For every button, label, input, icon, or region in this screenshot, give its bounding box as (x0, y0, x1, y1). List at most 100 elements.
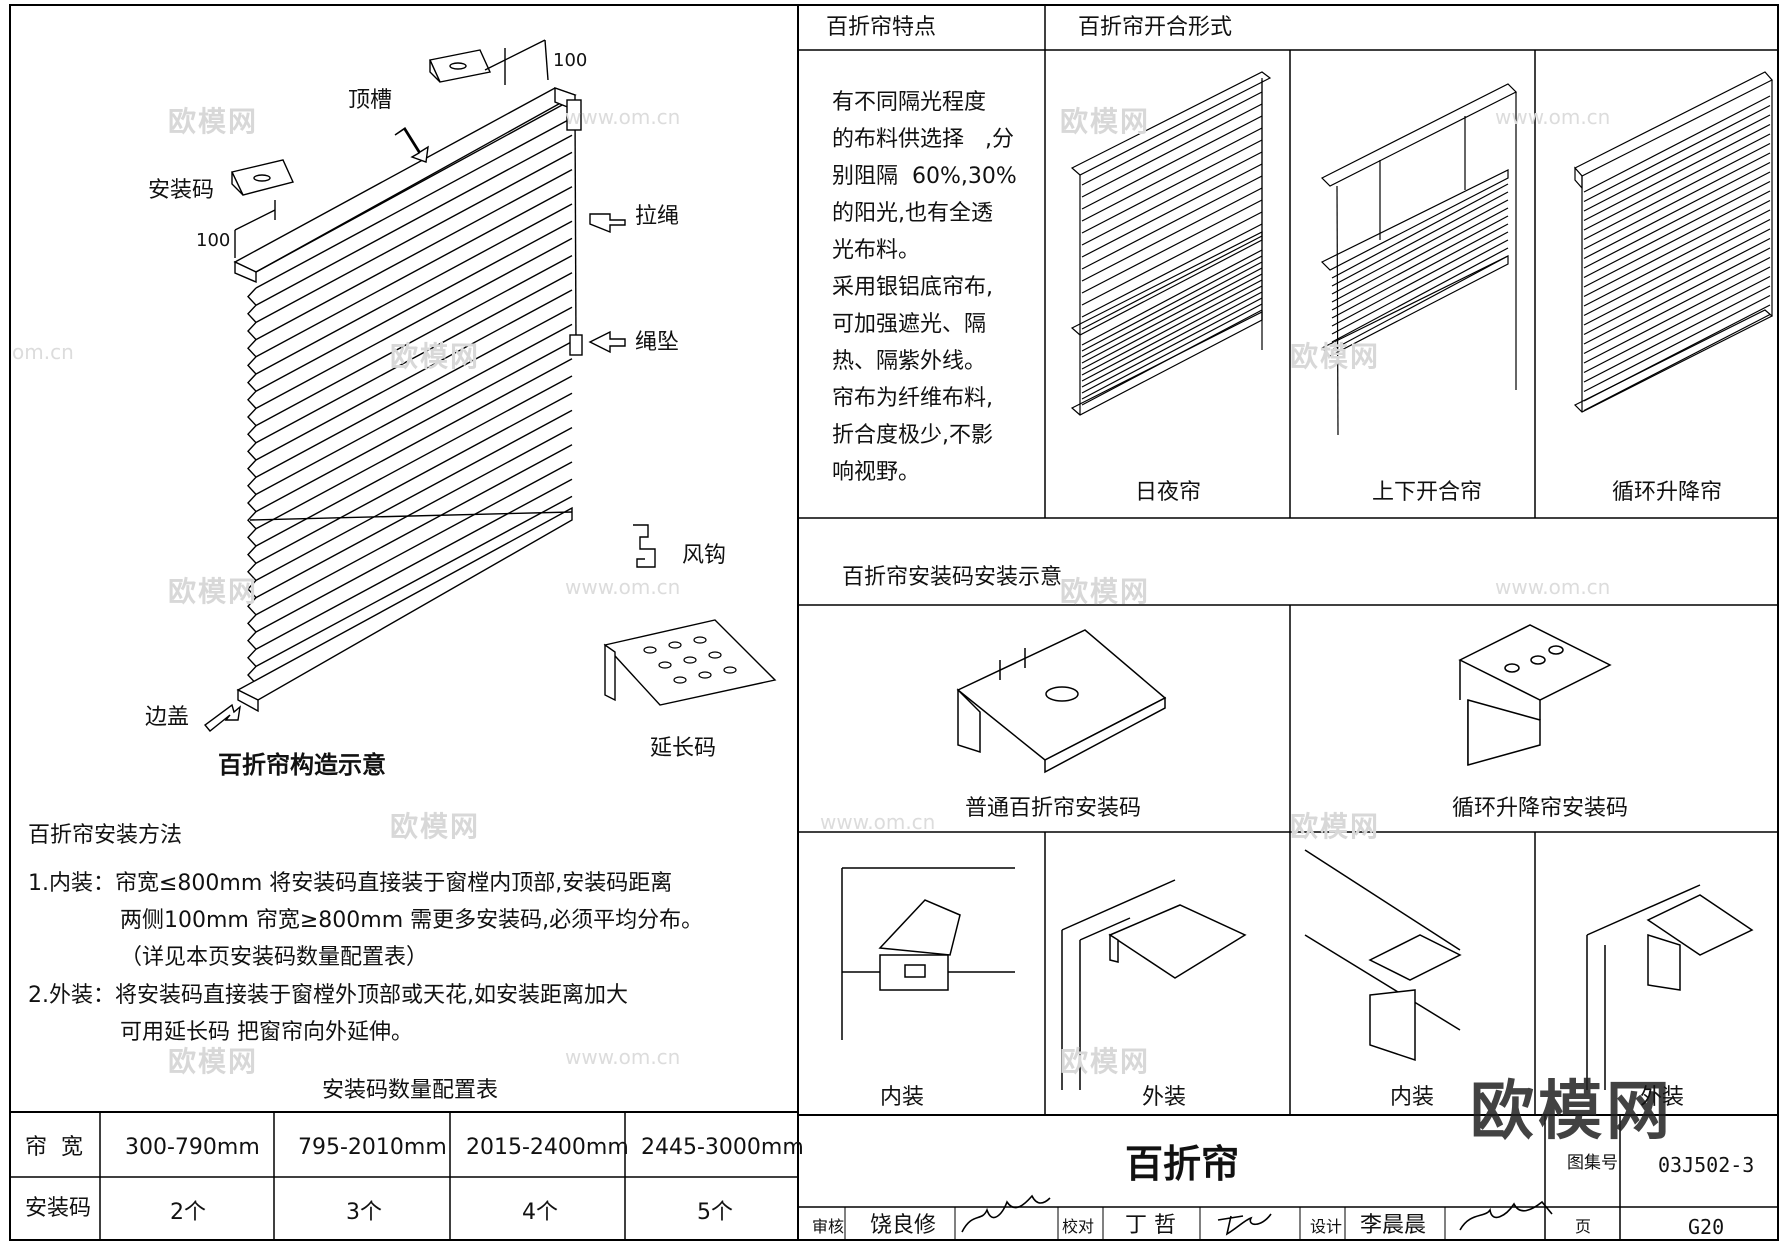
pleat-line (1331, 231, 1509, 327)
pleat-edge (247, 511, 257, 530)
pleat-line (1583, 209, 1771, 307)
pleat-line (1081, 297, 1263, 394)
clip-label-cycle: 循环升降帘安装码 (1452, 796, 1629, 821)
pleat-line (255, 220, 573, 392)
pleat-line (1331, 183, 1509, 279)
pleat-line (1583, 313, 1771, 412)
table-cell-count: 3个 (346, 1200, 382, 1225)
pleat-edge (247, 562, 257, 581)
pleat-line (1081, 103, 1263, 198)
pleat-line (1081, 267, 1263, 364)
pleat-line (1583, 190, 1771, 288)
pleat-line (255, 272, 573, 444)
watermark-url: www.om.cn (820, 810, 936, 834)
pleat-line (1583, 237, 1771, 336)
pleat-line (1081, 163, 1263, 258)
pleat-line (255, 495, 573, 668)
pleat-line (1081, 261, 1263, 358)
pleat-line (255, 203, 573, 375)
pleat-edge (247, 407, 257, 427)
pleat-line (255, 340, 573, 513)
table-cell-count: 5个 (697, 1200, 733, 1225)
pleat-line (1331, 239, 1509, 335)
watermark-brand: 欧模网 (390, 810, 481, 843)
watermark-url: om.cn (12, 340, 74, 364)
pleat-line (1331, 191, 1509, 287)
pleat-line (1331, 247, 1509, 343)
table-title: 安装码数量配置表 (322, 1078, 499, 1103)
watermark-logo-large: 欧模网 (1470, 1075, 1674, 1149)
pleat-line (1081, 91, 1263, 186)
pleat-line (1583, 152, 1771, 250)
page-number: G20 (1688, 1215, 1725, 1239)
pleat-line (1331, 207, 1509, 303)
features-line: 有不同隔光程度 (832, 90, 987, 115)
table-cell-width: 2015-2400mm (466, 1135, 629, 1160)
pleat-line (1583, 228, 1771, 326)
watermark-brand: 欧模网 (1060, 575, 1151, 608)
watermark-url: www.om.cn (565, 1045, 681, 1069)
table-cell-count: 2个 (170, 1200, 206, 1225)
features-line: 别阻隔 60%,30% (832, 164, 1017, 189)
atlas-number: 03J502-3 (1658, 1153, 1755, 1177)
pleat-edge (247, 631, 257, 650)
pleat-line (1081, 187, 1263, 282)
pleat-line (1583, 180, 1771, 279)
pleat-line (1081, 199, 1263, 294)
pleat-line (255, 254, 573, 427)
mount-label-inside: 内装 (1390, 1085, 1435, 1110)
watermark-brand: 欧模网 (390, 340, 481, 373)
features-line: 折合度极少,不影 (832, 423, 993, 448)
dimension-left: 100 (196, 230, 231, 251)
table-cell-width: 300-790mm (125, 1135, 260, 1160)
pleat-edge (247, 597, 257, 616)
pleat-line (1081, 127, 1263, 222)
pleat-edge (247, 614, 257, 633)
pleat-line (255, 375, 573, 547)
pleat-line (1583, 142, 1771, 241)
designer-name: 李晨晨 (1360, 1213, 1427, 1238)
label-wind-hook: 风钩 (682, 543, 727, 568)
pleat-line (1331, 199, 1509, 295)
pleat-line (255, 444, 573, 616)
label-top-rail: 顶槽 (348, 88, 393, 113)
mounting-illustrations (841, 849, 1754, 1090)
pleat-line (1583, 256, 1771, 355)
pleat-line (1081, 151, 1263, 246)
pleat-line (1081, 235, 1263, 330)
sheet-title: 百折帘 (1125, 1142, 1240, 1186)
pleat-edge (247, 304, 257, 323)
pleat-line (1583, 161, 1771, 260)
label-cord-weight: 绳坠 (635, 330, 680, 355)
pleat-edge (247, 493, 257, 513)
page-label: 页 (1575, 1217, 1592, 1236)
pleat-edge (247, 373, 257, 392)
pleat-line (255, 358, 573, 530)
pleat-line (255, 461, 573, 633)
form-label-top-down: 上下开合帘 (1372, 480, 1483, 505)
pleat-line (1583, 95, 1771, 193)
pleat-line (1583, 294, 1771, 393)
pleat-edge (247, 356, 257, 375)
pleat-line (1081, 139, 1263, 234)
reviewer-signature (961, 1194, 1051, 1233)
table-row-header-width: 帘 宽 (25, 1135, 83, 1160)
watermark-url: www.om.cn (1495, 575, 1611, 599)
pleat-line (255, 117, 573, 289)
blind-construction-drawing (203, 39, 777, 732)
pleat-line (255, 237, 573, 410)
pleat-line (1583, 285, 1771, 383)
pleat-line (1583, 218, 1771, 317)
table-cell-count: 4个 (522, 1200, 558, 1225)
pleat-line (1583, 114, 1771, 212)
pleat-line (255, 134, 573, 306)
pleat-line (1081, 115, 1263, 210)
pleat-edge (247, 459, 257, 478)
features-line: 热、隔紫外线。 (832, 349, 987, 374)
pleat-line (1081, 279, 1263, 376)
watermark-brand: 欧模网 (168, 575, 259, 608)
install-method-line: 2.外装：将安装码直接装于窗樘外顶部或天花,如安装距离加大 (28, 983, 628, 1008)
watermark-brand: 欧模网 (1290, 810, 1381, 843)
watermark-url: www.om.cn (565, 575, 681, 599)
